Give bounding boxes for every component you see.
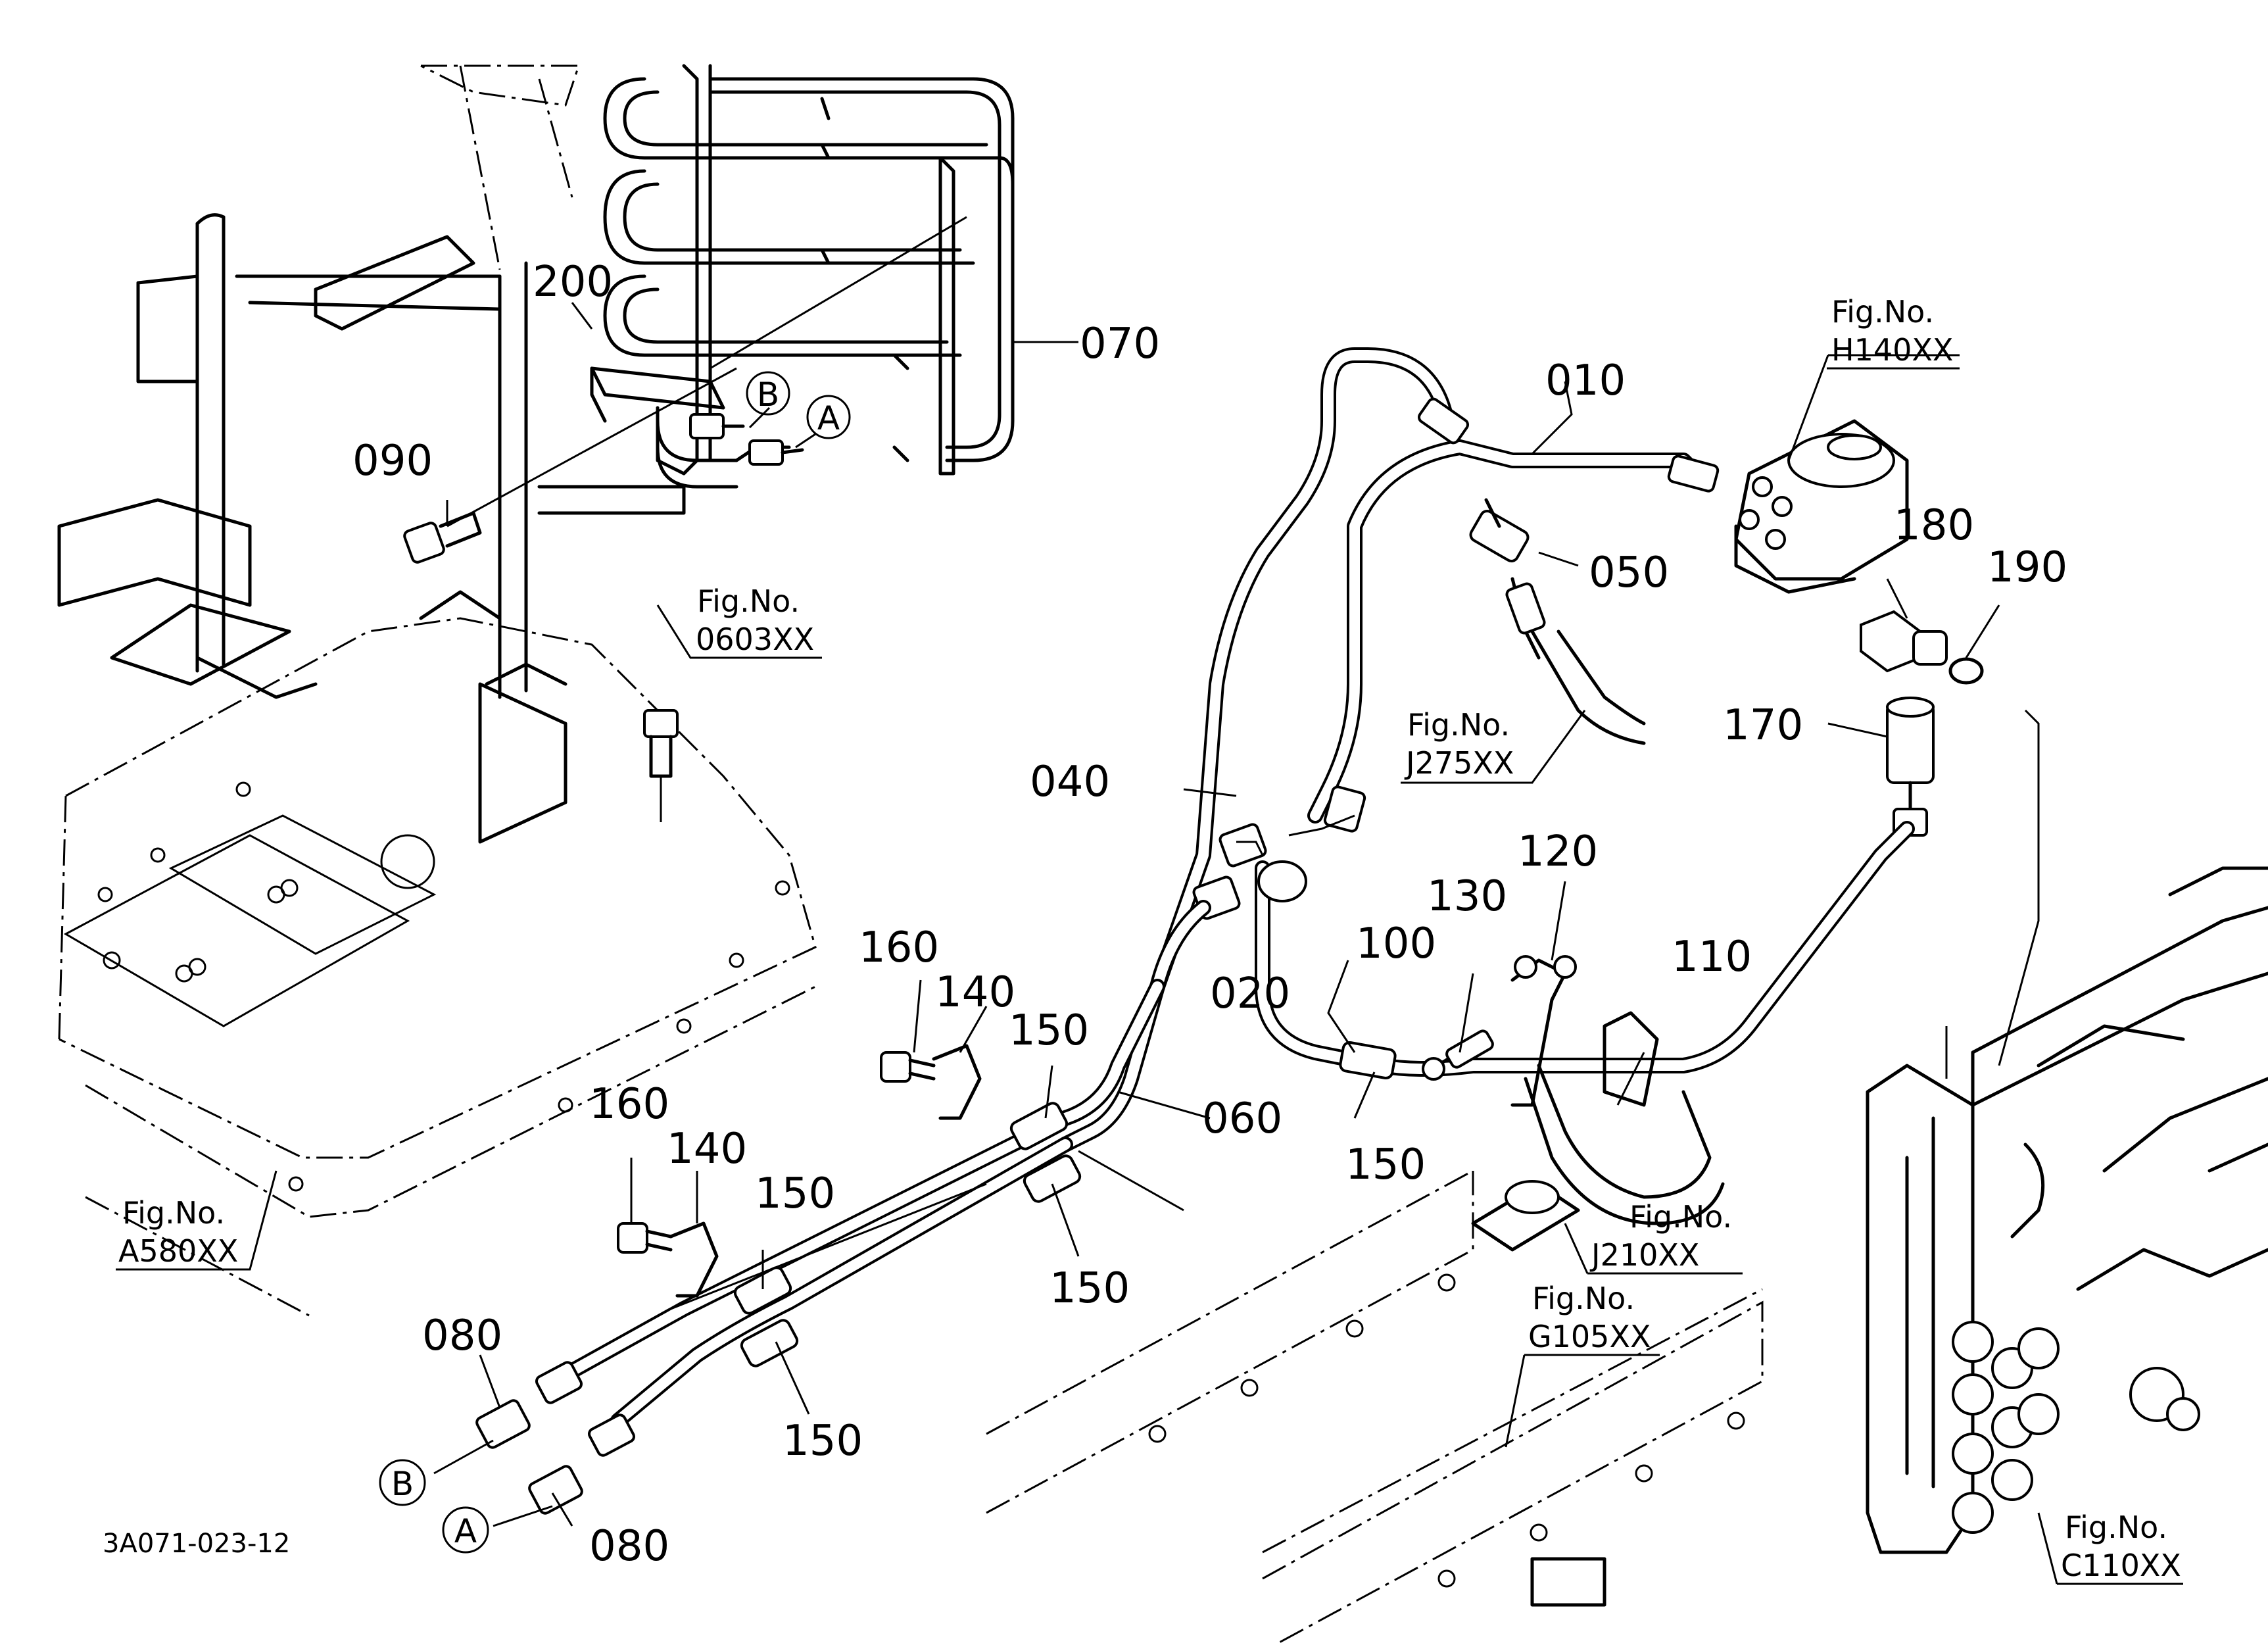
callout-110: 110 [1672,933,1752,981]
clamp-140-upper [880,1044,982,1120]
transmission-case-c110 [1866,866,2268,1554]
oil-cooler [603,64,1015,476]
marker-a-top: A [806,395,851,439]
steering-unit [1734,419,1909,594]
pipe-040 [1307,439,1704,823]
figref-g105-caption: Fig.No. [1532,1281,1635,1316]
floor-plate [63,781,790,1192]
frame-rail-g105 [986,1169,1764,1646]
callout-060: 060 [1202,1094,1282,1143]
callout-020: 020 [1210,970,1290,1018]
figref-0603: Fig.No. 0603XX [656,583,822,659]
bolt-0603 [643,709,679,822]
callout-160-upper: 160 [859,923,939,972]
callout-040: 040 [1030,758,1110,806]
hose-b [558,979,1165,1383]
drawing-code: 3A071-023-12 [103,1529,290,1559]
callout-140-upper: 140 [935,968,1015,1017]
callout-140-lower: 140 [667,1125,747,1173]
figref-0603-caption: Fig.No. [697,583,800,619]
callout-160-lower: 160 [589,1080,669,1129]
figref-j275-caption: Fig.No. [1407,707,1510,743]
marker-a-bottom: A [442,1506,489,1554]
figref-j210-caption: Fig.No. [1629,1199,1732,1235]
elbow-fitting-180 [1860,610,1948,673]
tee-fitting-050 [1469,498,1646,745]
callout-200: 200 [533,258,613,307]
bolt-090 [403,367,737,564]
bracket-110 [1524,1011,1725,1225]
callout-150-c: 150 [755,1169,835,1218]
marker-b-bottom: B [379,1459,426,1506]
callout-050: 050 [1589,549,1669,597]
callout-190: 190 [1987,543,2067,592]
figref-h140: Fig.No. H140XX [1827,294,1960,370]
callout-150-d: 150 [783,1417,863,1465]
marker-b-top: B [746,371,790,416]
clamp-140-lower [617,1221,719,1298]
figref-h140-caption: Fig.No. [1831,294,1934,330]
callout-170: 170 [1723,701,1803,750]
callout-080-b: 080 [422,1312,502,1360]
marker-a-bottom-letter: A [454,1512,477,1550]
callout-100: 100 [1356,920,1436,968]
marker-b-bottom-letter: B [391,1465,414,1503]
chassis-frame-outline [58,64,817,1317]
callout-150-e: 150 [1345,1141,1426,1189]
figref-a580-code: A580XX [118,1233,238,1269]
figref-j275: Fig.No. J275XX [1401,707,1586,784]
figref-h140-code: H140XX [1831,332,1953,368]
hose-sleeves-150 [733,1041,1397,1367]
pin-130 [1422,1029,1494,1081]
cooler-outlet-fittings [656,413,804,489]
leader-lines [433,302,2040,1527]
fitting-080-a [528,1413,635,1515]
figref-c110: Fig.No. C110XX [2037,1510,2183,1585]
pipe-060 [1057,900,1211,1152]
callouts: 010 020 040 050 060 070 080 080 090 100 … [352,258,2067,1571]
fitting-080-b [475,1361,583,1449]
marker-a-top-letter: A [817,399,840,437]
callout-130: 130 [1427,872,1507,921]
figref-c110-caption: Fig.No. [2065,1510,2167,1545]
figref-a580-caption: Fig.No. [122,1195,225,1231]
callout-180: 180 [1894,501,1974,550]
figref-j210: Fig.No. J210XX [1564,1199,1743,1275]
rops-bracket [57,213,686,844]
callout-150-b: 150 [1050,1264,1130,1313]
figref-g105-code: G105XX [1528,1319,1651,1354]
figref-g105: Fig.No. G105XX [1505,1281,1660,1448]
callout-090: 090 [352,437,433,485]
figref-c110-code: C110XX [2061,1548,2181,1583]
o-ring-190 [1948,657,1984,685]
callout-010: 010 [1545,356,1626,405]
figref-0603-code: 0603XX [696,622,814,657]
figref-a580: Fig.No. A580XX [116,1170,277,1271]
hose-a [610,1137,1073,1429]
callout-070: 070 [1080,320,1160,368]
pipe-fittings [1192,397,1720,920]
figref-j275-code: J275XX [1404,745,1514,781]
pipe-010 [1149,347,1455,995]
callout-150-a: 150 [1009,1006,1089,1055]
filter-170 [1886,697,1935,837]
callout-080-a: 080 [589,1522,669,1571]
pedal-bracket-120 [1510,955,1577,1107]
pedal-j210 [1471,1180,1580,1252]
callout-120: 120 [1518,827,1598,876]
marker-b-top-letter: B [757,376,779,414]
figref-j210-code: J210XX [1589,1237,1699,1273]
